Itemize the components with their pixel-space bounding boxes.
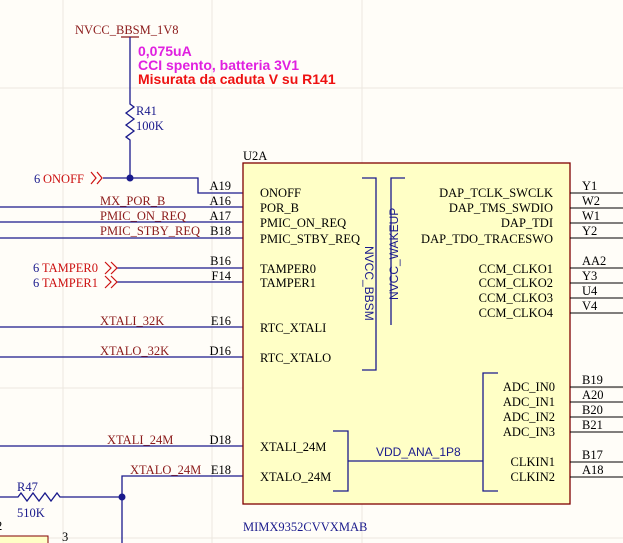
pin-name: ONOFF: [260, 186, 301, 200]
r47-ref: R47: [17, 480, 38, 494]
pin-number: B18: [210, 224, 231, 238]
pin-number: B21: [582, 418, 603, 432]
pin-number: A19: [209, 179, 231, 193]
pin-name: XTALI_24M: [260, 440, 326, 454]
pin-number: B20: [582, 403, 603, 417]
pin-name: CCM_CLKO2: [479, 276, 553, 290]
pin-number: Y3: [582, 269, 597, 283]
pin-number: B17: [582, 448, 603, 462]
chip-ref: U2A: [243, 149, 267, 163]
pin-name: DAP_TDO_TRACESWO: [421, 232, 553, 246]
pin-number: A18: [582, 463, 604, 477]
pin-name: CCM_CLKO1: [479, 262, 553, 276]
pin-name: CCM_CLKO4: [479, 306, 554, 320]
pin-number: B19: [582, 373, 603, 387]
pin-name: PMIC_STBY_REQ: [260, 232, 360, 246]
pin-name: CLKIN2: [511, 470, 555, 484]
domain-vdd-ana-1p8: VDD_ANA_1P8: [376, 445, 461, 459]
bracket-nvcc-wakeup: [390, 177, 405, 325]
bracket-nvcc-bbsm: [362, 177, 377, 371]
chip-part-number: MIMX9352CVVXMAB: [243, 520, 367, 534]
port-tamper0-sheet: 6: [33, 261, 39, 275]
domain-nvcc-bbsm: NVCC_BBSM: [362, 246, 376, 321]
bracket-vdd-ana: [333, 372, 498, 492]
pin-name: ADC_IN3: [503, 425, 555, 439]
port-tamper-arrow-icon: [104, 261, 118, 289]
net-label: XTALO_32K: [100, 344, 169, 358]
port-onoff-sheet: 6: [34, 172, 40, 186]
r47-resistor: [0, 491, 122, 503]
pin-name: RTC_XTALO: [260, 351, 331, 365]
power-net-label: NVCC_BBSM_1V8: [75, 23, 179, 37]
pin-name: ADC_IN1: [503, 395, 555, 409]
r47-value: 510K: [17, 506, 45, 520]
partial-ref: 2: [0, 519, 2, 533]
pin-name: CCM_CLKO3: [479, 291, 553, 305]
net-label: PMIC_ON_REQ: [100, 209, 186, 223]
net-label: PMIC_STBY_REQ: [100, 224, 200, 238]
pin-number: V4: [582, 299, 598, 313]
partial-component: [0, 535, 49, 543]
port-onoff-label[interactable]: ONOFF: [43, 172, 84, 186]
chip-u2a[interactable]: [242, 162, 571, 505]
pin-number: A20: [582, 388, 604, 402]
port-tamper1-sheet: 6: [33, 276, 39, 290]
pin-name: DAP_TDI: [501, 216, 553, 230]
pin-number: D18: [209, 433, 231, 447]
r41-value: 100K: [136, 119, 164, 133]
pin-number: W1: [582, 209, 600, 223]
note-condition: CCI spento, batteria 3V1: [138, 57, 299, 73]
pin-name: TAMPER0: [260, 262, 316, 276]
pin-number: Y1: [582, 179, 597, 193]
pin-name: PMIC_ON_REQ: [260, 216, 346, 230]
port-tamper1-label[interactable]: TAMPER1: [42, 276, 98, 290]
net-label: XTALI_24M: [107, 433, 173, 447]
pin-number: F14: [212, 269, 232, 283]
port-onoff-arrow-icon: [90, 171, 103, 185]
pin-name: DAP_TMS_SWDIO: [449, 201, 553, 215]
pin-number: E18: [211, 463, 231, 477]
pin-number: A16: [209, 194, 231, 208]
pin-number: E16: [211, 314, 231, 328]
note-current: 0,075uA: [138, 43, 192, 59]
partial-pin-number: 3: [62, 530, 68, 543]
pin-number: B16: [210, 254, 231, 268]
junction: [118, 493, 126, 501]
r41-resistor: [124, 37, 136, 178]
pin-number: AA2: [582, 254, 606, 268]
port-tamper0-label[interactable]: TAMPER0: [42, 261, 98, 275]
pin-number: D16: [209, 344, 231, 358]
pin-name: DAP_TCLK_SWCLK: [439, 186, 553, 200]
note-measurement: Misurata da caduta V su R141: [138, 71, 336, 87]
domain-nvcc-wakeup: NVCC_WAKEUP: [387, 208, 401, 300]
pin-name: RTC_XTALI: [260, 321, 326, 335]
pin-name: POR_B: [260, 201, 299, 215]
pin-number: Y2: [582, 224, 597, 238]
junction: [126, 174, 134, 182]
pin-name: TAMPER1: [260, 276, 316, 290]
r41-ref: R41: [136, 104, 157, 118]
pin-name: XTALO_24M: [260, 470, 331, 484]
pin-name: CLKIN1: [511, 455, 555, 469]
pin-number: U4: [582, 284, 598, 298]
net-label: XTALO_24M: [130, 463, 201, 477]
pin-name: ADC_IN2: [503, 410, 555, 424]
pin-number: A17: [209, 209, 231, 223]
net-label: XTALI_32K: [100, 314, 164, 328]
pin-name: ADC_IN0: [503, 380, 555, 394]
net-label: MX_POR_B: [100, 194, 165, 208]
pin-number: W2: [582, 194, 600, 208]
